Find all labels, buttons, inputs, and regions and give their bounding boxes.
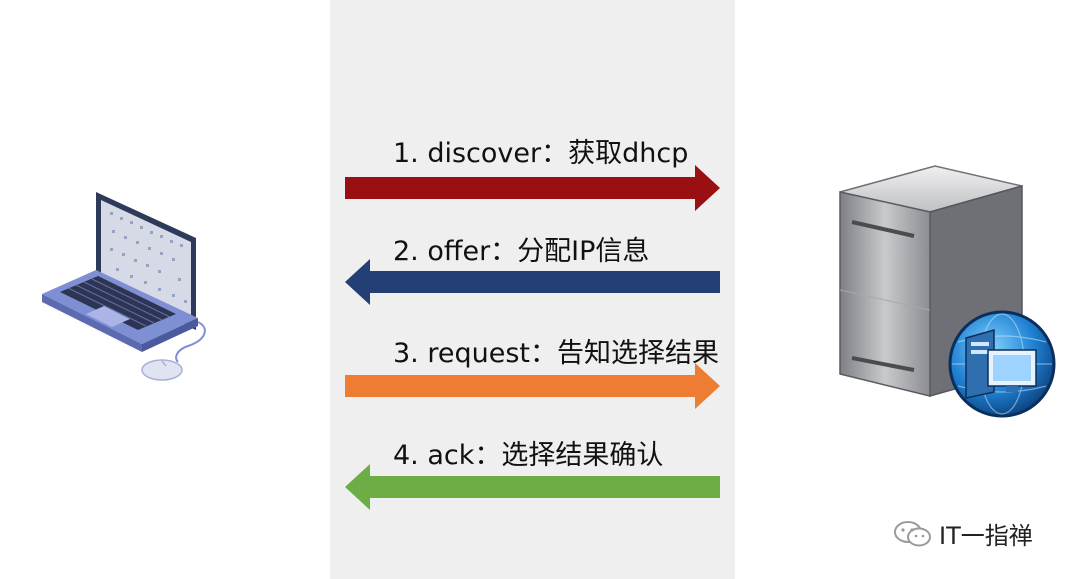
step-2-arrow-shape — [345, 259, 720, 305]
wechat-icon — [894, 520, 931, 546]
laptop-icon — [42, 192, 206, 381]
step-1-arrow — [345, 165, 720, 211]
step-1-arrow-shape — [345, 165, 720, 211]
step-3-label: 3. request：告知选择结果 — [393, 338, 719, 369]
step-3-arrow — [345, 363, 720, 409]
step-3-arrow-shape — [345, 363, 720, 409]
step-4-arrow-shape — [345, 464, 720, 510]
watermark-text: IT一指禅 — [939, 522, 1033, 550]
watermark: IT一指禅 — [893, 516, 1033, 551]
server-icon — [839, 165, 1056, 418]
step-2-label: 2. offer：分配IP信息 — [393, 236, 650, 267]
step-4-label: 4. ack：选择结果确认 — [393, 440, 664, 471]
step-1-label: 1. discover：获取dhcp — [393, 138, 689, 169]
step-2-arrow — [345, 259, 720, 305]
step-4-arrow — [345, 464, 720, 510]
